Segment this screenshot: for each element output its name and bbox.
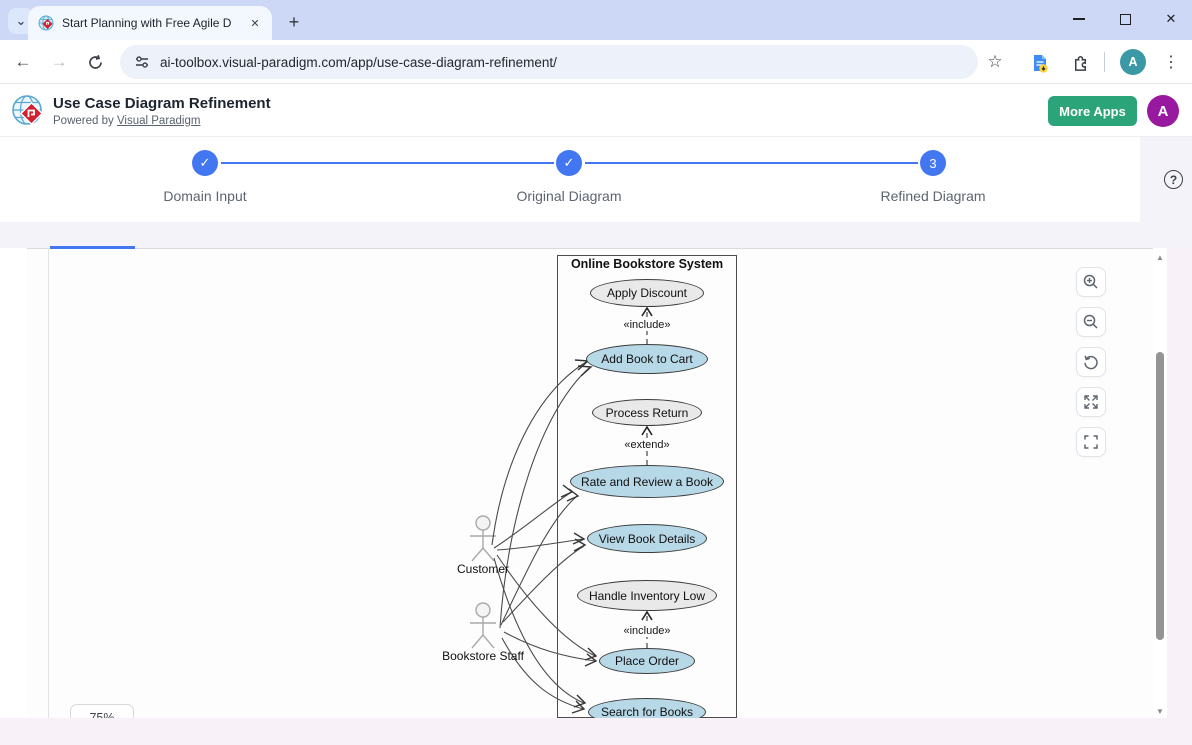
document-download-icon [1034,55,1048,73]
fit-to-screen-button[interactable] [1076,387,1106,417]
kebab-icon: ⋮ [1163,54,1179,71]
active-tab-indicator [50,246,135,249]
step-3-circle[interactable]: 3 [920,150,946,176]
step-1-label: Domain Input [163,188,247,204]
window-close-button[interactable]: ✕ [1148,0,1192,38]
usecase-rate-and-review-a-book[interactable]: Rate and Review a Book [570,465,724,498]
fullscreen-button[interactable] [1076,427,1106,457]
maximize-icon [1119,13,1131,25]
help-button[interactable]: ? [1164,170,1183,189]
zoom-out-button[interactable] [1076,307,1106,337]
check-icon: ✓ [199,155,211,170]
tab-close-icon[interactable]: ✕ [250,17,260,30]
step-number: 3 [929,155,937,171]
fullscreen-icon [1084,435,1098,449]
new-tab-button[interactable]: + [288,11,300,32]
relationship-label-include-1: «include» [621,319,673,331]
step-2-label: Original Diagram [516,188,622,204]
toolbar-divider [1104,52,1105,72]
minimize-icon [1073,18,1085,20]
close-icon: ✕ [1165,11,1177,26]
page-background [1140,137,1192,248]
step-3-label: Refined Diagram [880,188,986,204]
forward-button[interactable]: → [48,51,70,73]
relationship-label-extend: «extend» [622,439,672,451]
url-text: ai-toolbox.visual-paradigm.com/app/use-c… [160,54,557,70]
stepper-connector [585,162,918,164]
site-settings-icon [136,56,148,68]
browser-profile-avatar[interactable]: A [1120,49,1146,75]
star-icon: ☆ [987,52,1003,71]
usecase-process-return[interactable]: Process Return [592,399,702,426]
visual-paradigm-link[interactable]: Visual Paradigm [116,115,201,127]
reload-icon [88,54,102,69]
system-title: Online Bookstore System [570,257,724,271]
page-background [0,222,1140,248]
usecase-view-book-details[interactable]: View Book Details [587,524,707,553]
page-background [1167,248,1192,718]
actor-customer-label[interactable]: Customer [456,562,510,576]
back-icon: ← [14,52,32,71]
avatar-letter: A [1157,102,1169,120]
page-title: Use Case Diagram Refinement [53,95,271,112]
page-background [0,718,1192,745]
actor-bookstore-staff-label[interactable]: Bookstore Staff [442,649,524,663]
reset-view-button[interactable] [1076,347,1106,377]
bookmark-star-button[interactable]: ☆ [984,51,1006,73]
step-1-circle[interactable]: ✓ [192,150,218,176]
window-maximize-button[interactable] [1102,0,1148,38]
app-header [0,84,1192,137]
usecase-place-order[interactable]: Place Order [599,648,695,674]
zoom-in-icon [1083,274,1098,289]
tab-title: Start Planning with Free Agile D [62,16,232,30]
more-apps-label: More Apps [1059,103,1126,119]
zoom-in-button[interactable] [1076,267,1106,297]
browser-menu-button[interactable]: ⋮ [1160,51,1182,73]
docs-offline-extension-button[interactable] [1028,51,1052,75]
app-user-avatar[interactable]: A [1147,95,1179,127]
profile-letter: A [1128,55,1138,69]
powered-by: Powered by Visual Paradigm [53,115,200,127]
powered-by-text: Powered by [53,115,114,127]
expand-arrows-icon [1084,395,1098,409]
address-bar[interactable]: ai-toolbox.visual-paradigm.com/app/use-c… [120,45,978,79]
scrollbar-thumb[interactable] [1156,352,1164,640]
chevron-down-icon: ⌄ [15,13,27,28]
usecase-handle-inventory-low[interactable]: Handle Inventory Low [577,580,717,611]
zoom-out-icon [1083,314,1098,329]
browser-tab[interactable]: Start Planning with Free Agile D ✕ [28,6,272,40]
divider [48,248,49,718]
back-button[interactable]: ← [12,51,34,73]
window-minimize-button[interactable] [1056,0,1102,38]
visual-paradigm-logo [12,95,44,126]
more-apps-button[interactable]: More Apps [1048,96,1137,126]
usecase-apply-discount[interactable]: Apply Discount [590,279,704,307]
visual-paradigm-favicon [38,15,54,31]
puzzle-icon [1074,55,1086,71]
scrollbar-up-arrow[interactable]: ▲ [1156,252,1164,262]
extensions-button[interactable] [1068,51,1092,75]
scrollbar-down-arrow[interactable]: ▼ [1156,706,1164,716]
forward-icon: → [50,52,68,71]
help-icon: ? [1169,172,1178,187]
reset-icon [1084,355,1098,370]
reload-button[interactable] [84,51,106,73]
check-icon: ✓ [563,155,575,170]
stepper-connector [221,162,554,164]
relationship-label-include-2: «include» [621,625,673,637]
usecase-add-book-to-cart[interactable]: Add Book to Cart [586,344,708,374]
step-2-circle[interactable]: ✓ [556,150,582,176]
